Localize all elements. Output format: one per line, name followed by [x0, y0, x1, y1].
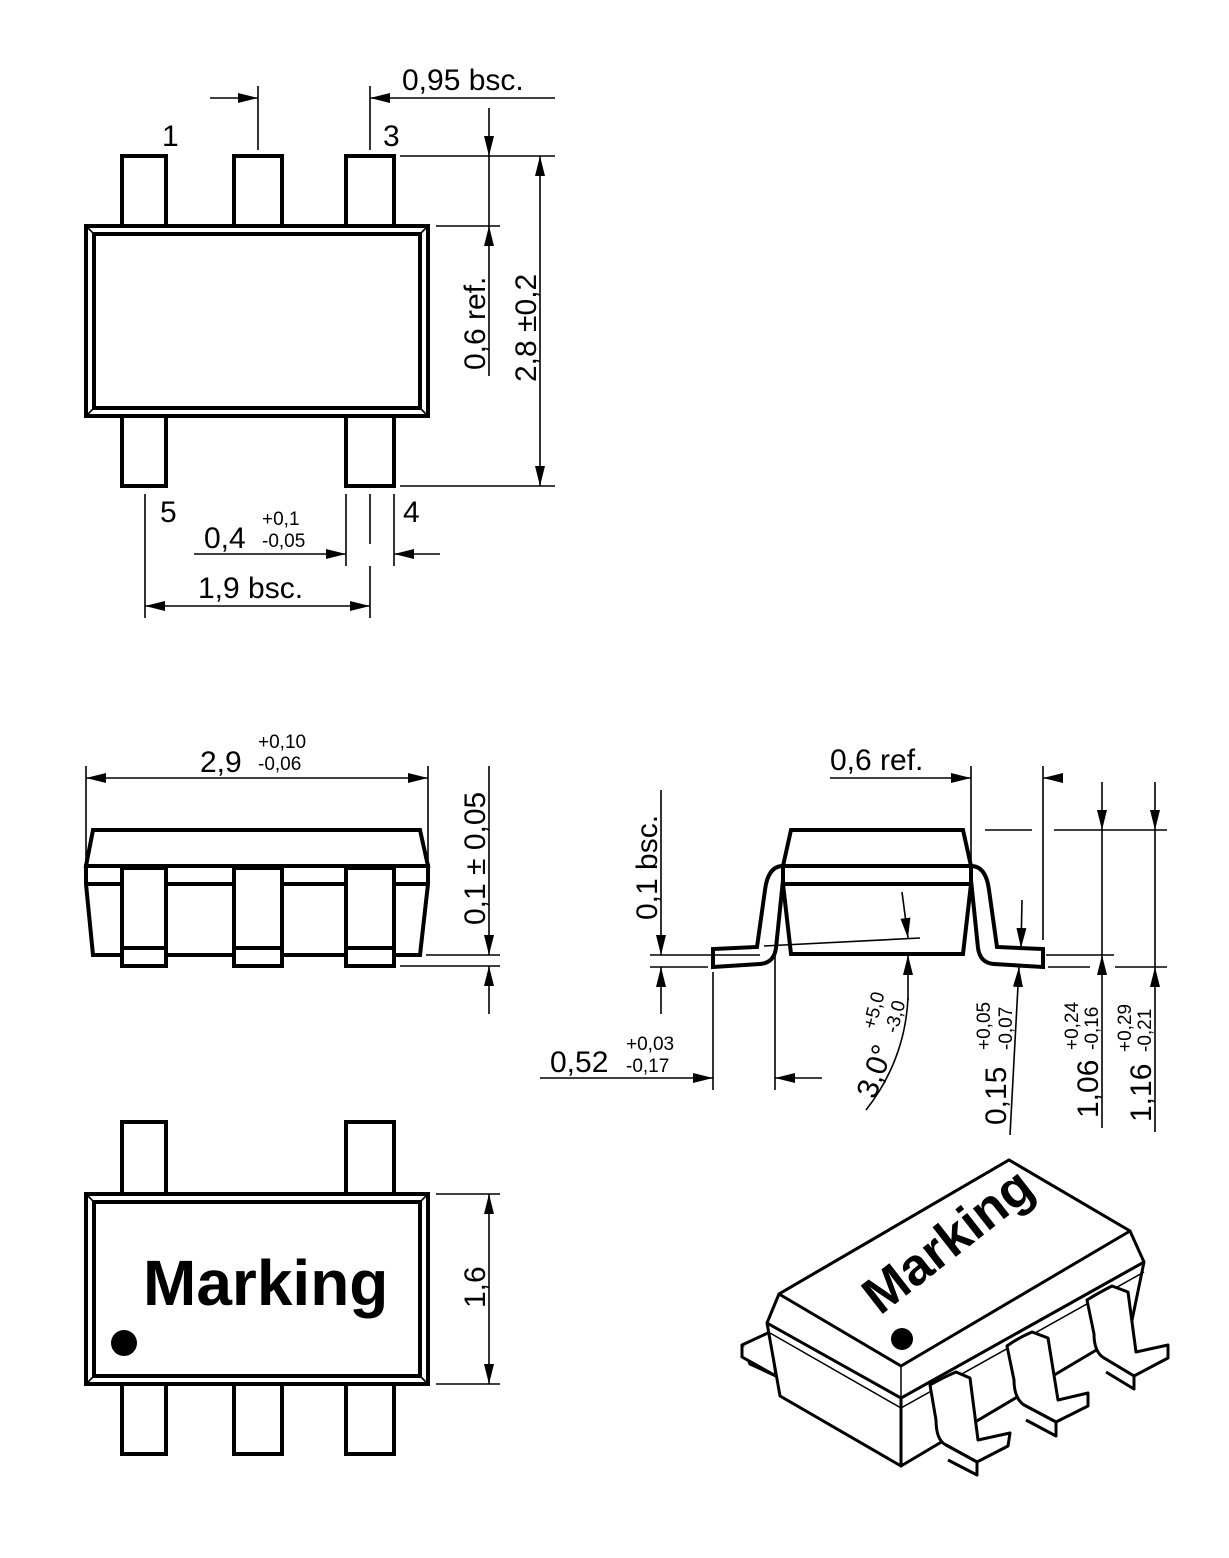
dim-body-width: 1,6 [436, 1193, 500, 1385]
package-body-inner [92, 232, 422, 410]
svg-text:0,6 ref.: 0,6 ref. [459, 277, 492, 370]
svg-text:1,16: 1,16 [1125, 1064, 1158, 1122]
pin1-dot-icon [111, 1330, 137, 1356]
svg-text:+0,29: +0,29 [1115, 1004, 1136, 1052]
bottom-lead [120, 1382, 168, 1456]
iso-lead [928, 1370, 1012, 1464]
side-lead-left [711, 864, 785, 970]
svg-text:+0,10: +0,10 [258, 732, 306, 753]
bevel [85, 225, 95, 235]
pin-label-4: 4 [403, 496, 420, 529]
iso-edge [766, 1293, 780, 1324]
svg-text:2,8 ±0,2: 2,8 ±0,2 [510, 274, 543, 382]
svg-text:+0,03: +0,03 [626, 1034, 674, 1055]
lead-pin-4 [344, 414, 396, 488]
top-view: 1 3 5 4 0,95 bsc. 0,6 ref. 2,8 ±0,2 [84, 64, 555, 618]
front-lead-3 [344, 866, 396, 968]
iso-parting [769, 1332, 902, 1409]
svg-text:+0,05: +0,05 [974, 1002, 995, 1050]
bevel [419, 1193, 429, 1203]
pin-label-5: 5 [160, 496, 177, 529]
svg-text:3,0°: 3,0° [851, 1041, 900, 1103]
dim-body-height: 1,06 +0,24 -0,16 [1062, 782, 1107, 1128]
dim-pitch: 0,95 bsc. [210, 64, 555, 150]
svg-text:0,52: 0,52 [550, 1046, 608, 1079]
package-body [84, 224, 430, 418]
dim-side-lead-ref: 0,6 ref. [830, 744, 1063, 940]
svg-text:1,06: 1,06 [1072, 1060, 1105, 1118]
bottom-lead [344, 1120, 396, 1196]
bevel [419, 407, 429, 417]
svg-text:1,9 bsc.: 1,9 bsc. [198, 572, 303, 605]
front-lead-1 [120, 866, 168, 968]
pin-label-1: 1 [162, 120, 179, 153]
dim-total-height: 1,16 +0,29 -0,21 [1115, 782, 1160, 1132]
lead-pin-1 [120, 154, 168, 228]
svg-text:2,9: 2,9 [200, 746, 242, 779]
seating-angle-line [763, 937, 921, 947]
bottom-body [84, 1192, 430, 1386]
svg-text:+0,24: +0,24 [1062, 1001, 1083, 1050]
bevel [85, 1193, 95, 1203]
side-view: 0,6 ref. 0,1 bsc. 0,52 +0,03 -0,17 3,0° [540, 744, 1167, 1136]
lead-pin-2 [232, 154, 284, 228]
bottom-lead [344, 1382, 396, 1456]
bottom-lead [120, 1120, 168, 1196]
iso-lead [1085, 1284, 1170, 1378]
bevel [85, 1375, 95, 1385]
body-top-taper [83, 828, 431, 868]
isometric-view: Marking [740, 1157, 1170, 1477]
dim-standoff: 0,1 ± 0,05 [400, 766, 500, 1014]
svg-text:0,4: 0,4 [204, 522, 246, 555]
svg-text:-0,16: -0,16 [1082, 1007, 1103, 1050]
svg-text:+0,1: +0,1 [262, 509, 300, 530]
dim-body-length: 2,9 +0,10 -0,06 [85, 732, 429, 866]
bevel [419, 1375, 429, 1385]
iso-lead-foot [1023, 1403, 1058, 1438]
dim-overall-width: 2,8 ±0,2 [510, 156, 545, 486]
iso-edge [1129, 1230, 1145, 1263]
svg-text:-0,21: -0,21 [1135, 1009, 1156, 1052]
dim-lead-thickness: 0,15 +0,05 -0,07 [974, 899, 1027, 1136]
marking-text: Marking [143, 1247, 388, 1319]
svg-text:-0,17: -0,17 [626, 1056, 669, 1077]
dim-pin-span: 1,9 bsc. [144, 494, 371, 618]
svg-text:-0,07: -0,07 [996, 1007, 1017, 1050]
iso-lead-foot [945, 1443, 979, 1477]
svg-text:0,95 bsc.: 0,95 bsc. [402, 64, 524, 97]
svg-text:-0,05: -0,05 [262, 531, 305, 552]
front-lead-2 [232, 866, 284, 968]
iso-pin1-dot-icon [891, 1328, 913, 1350]
dim-lead-width: 0,4 +0,1 -0,05 [194, 494, 440, 566]
svg-text:0,15: 0,15 [980, 1067, 1013, 1125]
svg-text:-0,06: -0,06 [258, 754, 301, 775]
svg-text:0,1 bsc.: 0,1 bsc. [631, 815, 664, 920]
dim-lead-length: 0,6 ref. [459, 108, 494, 376]
iso-lead [1005, 1330, 1090, 1424]
bevel [419, 225, 429, 235]
svg-text:0,6 ref.: 0,6 ref. [830, 744, 923, 777]
lead-pin-3 [344, 154, 396, 228]
bevel [85, 407, 95, 417]
front-view: 2,9 +0,10 -0,06 0,1 ± 0,05 [83, 732, 500, 1014]
side-body-top [780, 828, 974, 868]
bottom-body-inner [92, 1200, 422, 1378]
bottom-lead [232, 1382, 284, 1456]
lead-pin-5 [120, 414, 168, 488]
svg-text:1,6: 1,6 [459, 1266, 492, 1308]
dim-foot-length: 0,52 +0,03 -0,17 [540, 954, 822, 1090]
iso-foot-edge [740, 1345, 777, 1378]
pin-label-3: 3 [383, 120, 400, 153]
svg-text:0,1 ± 0,05: 0,1 ± 0,05 [459, 792, 492, 925]
iso-lead-foot [1103, 1356, 1136, 1391]
side-lead-right [969, 864, 1045, 970]
bottom-view: Marking 1,6 [84, 1120, 500, 1456]
dim-lead-offset: 0,1 bsc. [631, 790, 760, 1014]
